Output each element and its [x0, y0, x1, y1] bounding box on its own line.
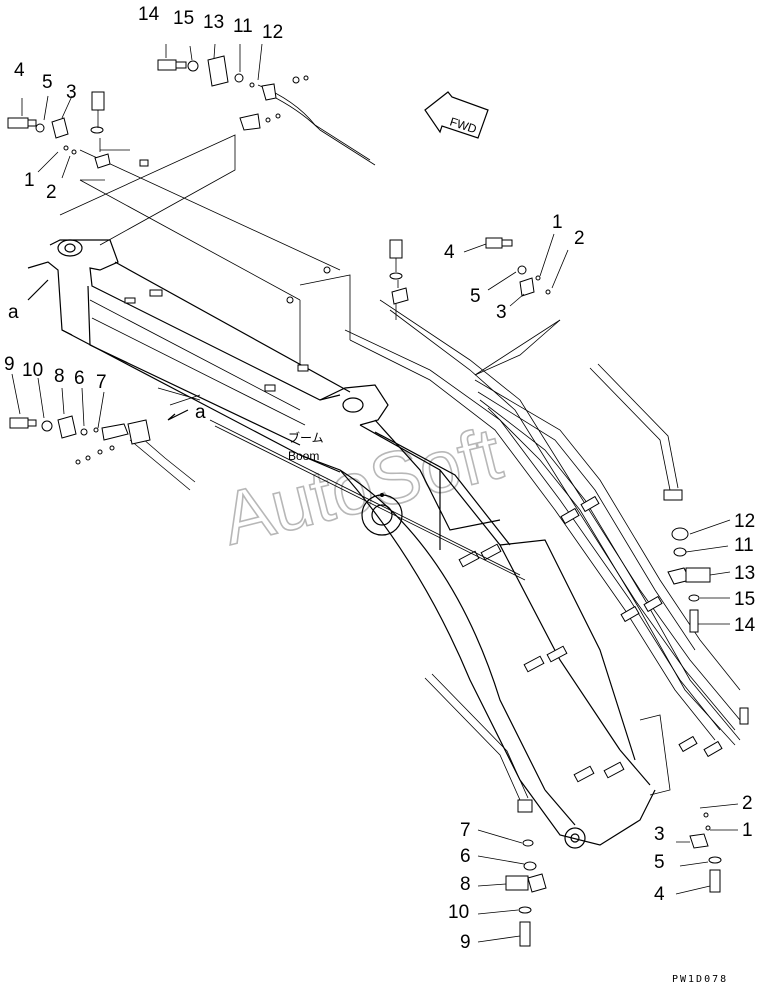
callout-ul-4: 4 — [14, 60, 25, 81]
fastener-group-right-stack — [667, 519, 731, 633]
callout-mr-5: 5 — [470, 286, 481, 307]
boom-structure: ブーム Boom — [27, 239, 656, 849]
callout-top-11: 11 — [233, 16, 253, 37]
left-pipe — [129, 387, 201, 491]
bottom-center-pipe — [424, 673, 533, 813]
view-marker-left: a — [8, 302, 19, 323]
callout-top-15: 15 — [173, 8, 194, 29]
view-marker-leader — [27, 279, 49, 301]
boom-label-jp: ブーム — [288, 430, 324, 445]
callout-bc-9: 9 — [460, 932, 471, 953]
callout-ul-3: 3 — [66, 82, 77, 103]
fastener-group-upper-left — [7, 91, 111, 179]
callout-l-6: 6 — [74, 368, 85, 389]
right-upper-pipe — [589, 363, 683, 501]
callout-rs-12: 12 — [734, 511, 755, 532]
fastener-group-mid-right — [389, 233, 569, 320]
fastener-group-bottom-center — [477, 829, 547, 947]
callout-bc-6: 6 — [460, 846, 471, 867]
callout-l-10: 10 — [22, 360, 43, 381]
callout-ul-1: 1 — [24, 170, 35, 191]
callout-br-5: 5 — [654, 852, 665, 873]
upper-grease-tubes — [59, 84, 376, 365]
callout-ul-2: 2 — [46, 182, 57, 203]
callout-top-12: 12 — [262, 22, 283, 43]
drawing-code: PW1D078 — [672, 974, 728, 985]
callout-l-7: 7 — [96, 372, 107, 393]
fastener-group-left — [9, 373, 151, 465]
callout-br-2: 2 — [742, 793, 753, 814]
callout-mr-4: 4 — [444, 242, 455, 263]
fastener-group-top — [157, 43, 309, 131]
callout-bc-8: 8 — [460, 874, 471, 895]
callout-mr-2: 2 — [574, 228, 585, 249]
boom-hoses — [344, 299, 749, 796]
callout-mr-3: 3 — [496, 302, 507, 323]
callout-top-14: 14 — [138, 4, 160, 25]
callout-br-3: 3 — [654, 824, 665, 845]
callout-rs-13: 13 — [734, 563, 755, 584]
callout-l-8: 8 — [54, 366, 65, 387]
callout-ul-5: 5 — [42, 72, 53, 93]
view-marker-center: a — [195, 402, 206, 423]
callout-mr-1: 1 — [552, 212, 563, 233]
callout-top-13: 13 — [203, 12, 224, 33]
callout-rs-14: 14 — [734, 615, 756, 636]
callout-rs-15: 15 — [734, 589, 755, 610]
boom-label-en: Boom — [288, 449, 319, 463]
callout-l-9: 9 — [4, 354, 15, 375]
callout-rs-11: 11 — [734, 535, 754, 556]
callout-bc-10: 10 — [448, 902, 469, 923]
fastener-group-bottom-right — [675, 803, 739, 895]
callout-bc-7: 7 — [460, 820, 471, 841]
callout-br-1: 1 — [742, 820, 753, 841]
fwd-arrow: FWD — [424, 91, 489, 139]
callout-br-4: 4 — [654, 884, 665, 905]
